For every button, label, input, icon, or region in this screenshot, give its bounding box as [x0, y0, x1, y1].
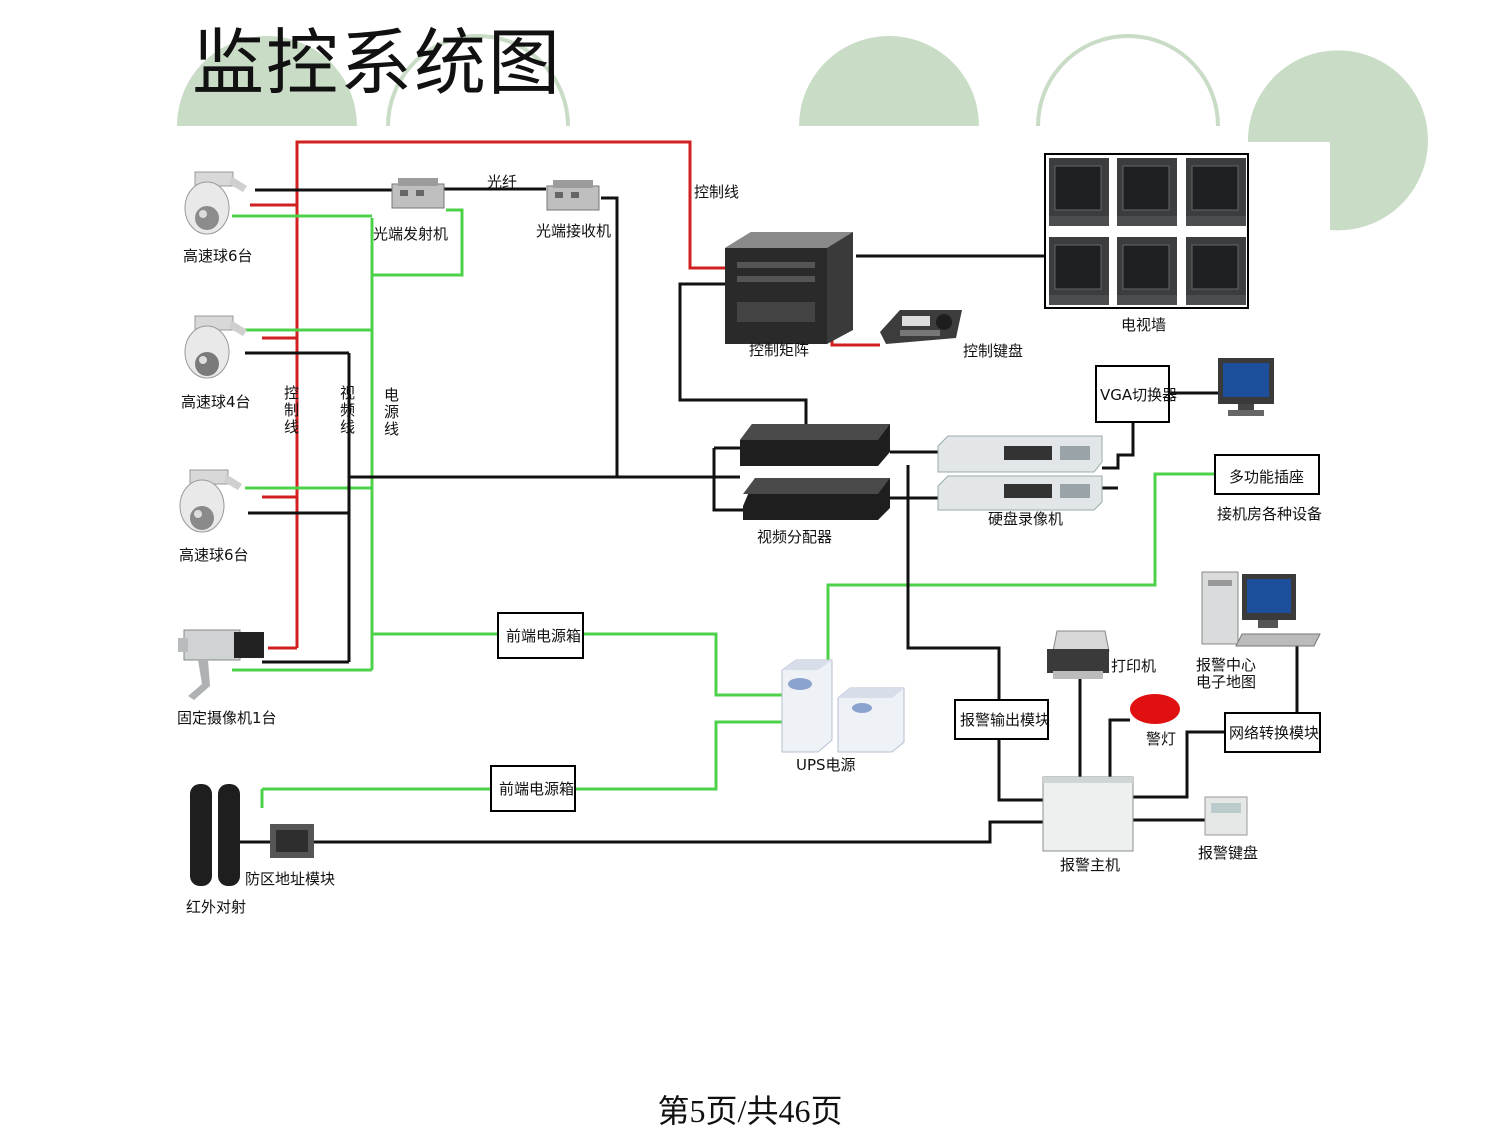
- alarm-host-icon: [1042, 776, 1134, 852]
- crt-monitor-icon: [1117, 158, 1177, 226]
- crt-monitor-icon: [1186, 158, 1246, 226]
- label-alarm-light: 警灯: [1146, 730, 1176, 748]
- label-bus-power: 电源线: [384, 386, 399, 438]
- dome-camera-icon: [184, 315, 247, 379]
- crt-monitor-icon: [1049, 158, 1109, 226]
- label-fiber: 光纤: [487, 173, 517, 191]
- label-alarm-host: 报警主机: [1060, 856, 1120, 874]
- label-vga-switch: VGA切换器: [1100, 386, 1177, 404]
- front-power-box-2: [490, 765, 576, 812]
- label-tv-wall: 电视墙: [1121, 316, 1166, 334]
- label-ir-beam: 红外对射: [186, 898, 246, 916]
- label-cam3: 高速球6台: [179, 546, 249, 564]
- label-bus-control: 控制线: [284, 384, 299, 436]
- label-ups: UPS电源: [796, 756, 856, 774]
- label-dvr: 硬盘录像机: [988, 510, 1063, 528]
- label-fiber-rx: 光端接收机: [536, 222, 611, 240]
- ups-icon: [781, 659, 905, 753]
- label-keyboard: 控制键盘: [963, 342, 1023, 360]
- label-alarm-output: 报警输出模块: [960, 711, 1050, 729]
- pc-icon: [1201, 571, 1321, 647]
- label-alarm-center: 报警中心电子地图: [1196, 656, 1256, 691]
- dome-camera-icon: [179, 469, 242, 533]
- label-multi-socket: 多功能插座: [1229, 468, 1304, 486]
- crt-monitor-icon: [1049, 237, 1109, 305]
- label-power-box-2: 前端电源箱: [499, 780, 574, 798]
- control-keyboard-icon: [880, 310, 962, 344]
- label-power-box-1: 前端电源箱: [506, 627, 581, 645]
- zone-module-icon: [270, 824, 314, 858]
- front-power-box-1: [497, 612, 584, 659]
- slide-title: 监控系统图: [192, 21, 563, 105]
- label-bus-video: 视频线: [340, 384, 355, 436]
- ir-beam-icon: [190, 784, 240, 886]
- dvr-icon: [937, 435, 1103, 511]
- printer-icon: [1047, 630, 1110, 679]
- label-printer: 打印机: [1111, 657, 1156, 675]
- video-distributor-icon: [740, 424, 890, 520]
- crt-monitor-icon: [1186, 237, 1246, 305]
- fiber-module-icon: [546, 180, 600, 211]
- multi-socket-box: [1214, 454, 1320, 495]
- label-network-module: 网络转换模块: [1229, 724, 1319, 742]
- alarm-output-box: [954, 699, 1049, 740]
- control-matrix-icon: [725, 232, 853, 344]
- label-matrix: 控制矩阵: [749, 341, 809, 359]
- fiber-module-icon: [391, 178, 445, 209]
- label-cam4: 固定摄像机1台: [177, 709, 277, 727]
- alarm-keyboard-icon: [1204, 796, 1248, 836]
- label-fiber-tx: 光端发射机: [373, 225, 448, 243]
- pc-monitor-icon: [1218, 358, 1274, 416]
- label-distributor: 视频分配器: [757, 528, 832, 546]
- label-zone-module: 防区地址模块: [245, 870, 335, 888]
- label-alarm-keyboard: 报警键盘: [1198, 844, 1258, 862]
- label-cam1: 高速球6台: [183, 247, 253, 265]
- box-camera-icon: [178, 629, 264, 700]
- crt-monitor-icon: [1117, 237, 1177, 305]
- label-machine-room: 接机房各种设备: [1217, 505, 1322, 523]
- alarm-light-icon: [1130, 694, 1180, 724]
- label-cam2: 高速球4台: [181, 393, 251, 411]
- vga-switch-box: [1095, 365, 1170, 423]
- page-footer: 第5页/共46页: [657, 1093, 843, 1129]
- network-module-box: [1224, 712, 1321, 753]
- label-control-line-top: 控制线: [694, 183, 739, 201]
- dome-camera-icon: [184, 171, 247, 235]
